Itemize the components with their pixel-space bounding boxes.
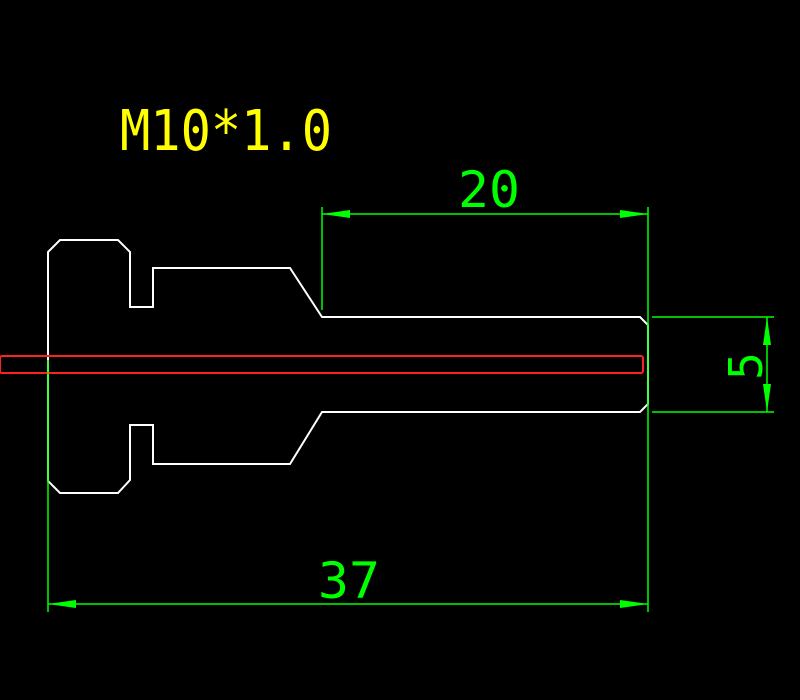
arrowhead-shaft-top [763, 317, 771, 345]
arrowhead-top-left [322, 210, 350, 218]
dimension-label-bottom: 37 [318, 552, 380, 610]
dimension-label-top: 20 [458, 161, 520, 219]
arrowhead-top-right [620, 210, 648, 218]
dimension-top-length [321, 207, 649, 612]
dimension-label-right: 5 [719, 352, 773, 380]
dimension-overall-length [47, 360, 648, 612]
arrowhead-bottom-right [620, 600, 648, 608]
center-slot [0, 355, 644, 374]
dimension-shaft-diameter [652, 316, 774, 413]
arrowhead-shaft-bottom [763, 384, 771, 412]
arrowhead-bottom-left [48, 600, 76, 608]
thread-spec-label: M10*1.0 [120, 99, 332, 164]
